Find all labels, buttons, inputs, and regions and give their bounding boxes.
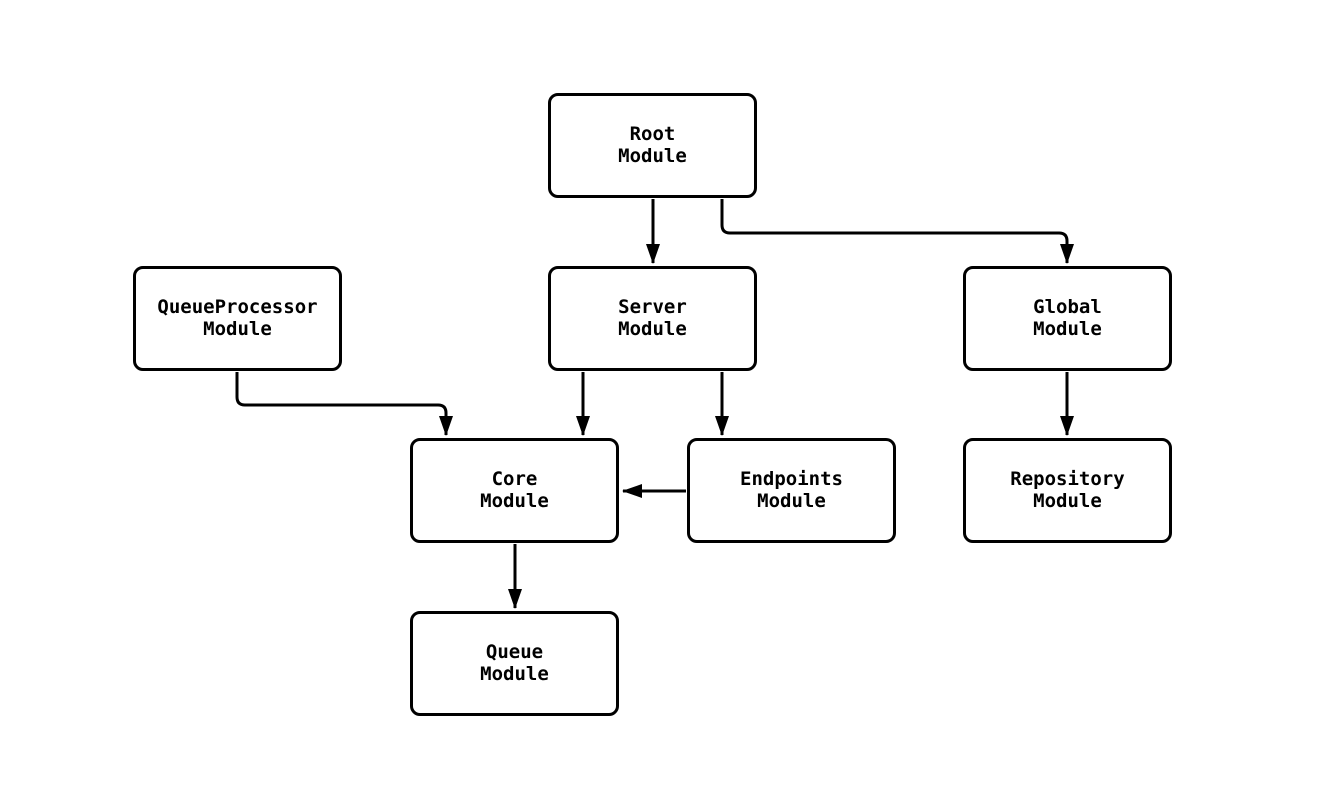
node-root-module-label: Root Module (618, 123, 687, 167)
node-global-module-label: Global Module (1033, 296, 1102, 340)
edge-queueprocessor-to-core (235, 372, 453, 436)
node-core-module-label: Core Module (480, 468, 549, 512)
node-global-module[interactable]: Global Module (963, 266, 1172, 371)
node-queue-module-label: Queue Module (480, 641, 549, 685)
node-repository-module-label: Repository Module (1010, 468, 1125, 512)
node-server-module[interactable]: Server Module (548, 266, 757, 371)
node-endpoints-module[interactable]: Endpoints Module (687, 438, 896, 543)
node-root-module[interactable]: Root Module (548, 93, 757, 198)
node-queueprocessor-module[interactable]: QueueProcessor Module (133, 266, 342, 371)
node-server-module-label: Server Module (618, 296, 687, 340)
node-repository-module[interactable]: Repository Module (963, 438, 1172, 543)
node-endpoints-module-label: Endpoints Module (740, 468, 843, 512)
edge-root-to-global (720, 199, 1074, 264)
node-core-module[interactable]: Core Module (410, 438, 619, 543)
node-queue-module[interactable]: Queue Module (410, 611, 619, 716)
node-queueprocessor-module-label: QueueProcessor Module (157, 296, 318, 340)
